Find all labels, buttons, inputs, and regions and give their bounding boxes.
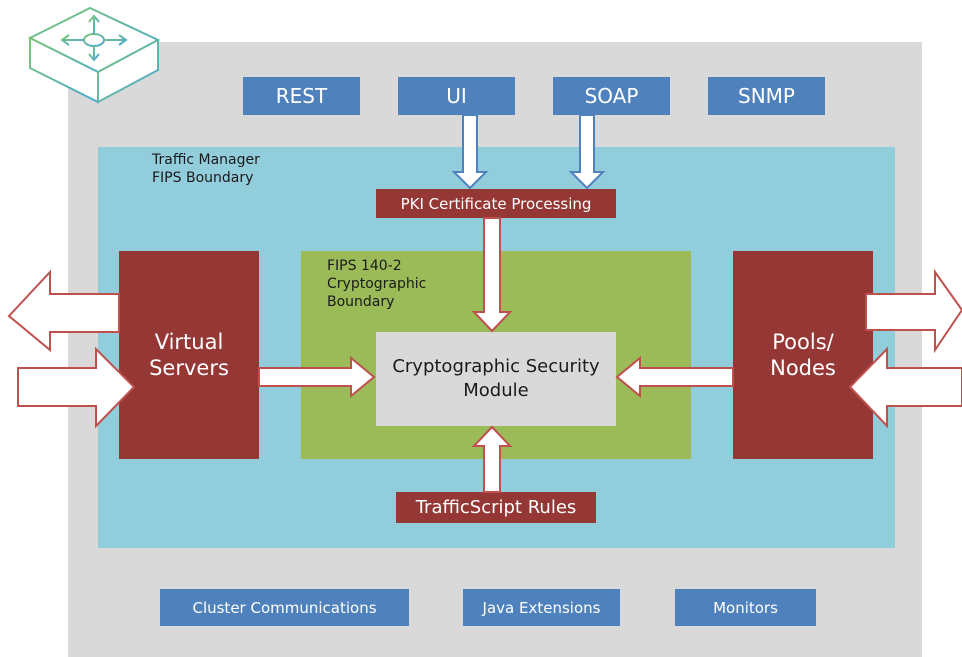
fips-label-line2: Cryptographic	[327, 276, 427, 292]
pools-nodes-line1: Pools/	[772, 330, 834, 354]
soap-interface-box: SOAP	[553, 77, 670, 115]
pki-to-module-arrow	[471, 217, 513, 333]
virtual-servers-to-module-arrow	[258, 355, 376, 399]
trafficscript-rules-box: TrafficScript Rules	[396, 492, 596, 523]
virtual-servers-outbound-arrow	[7, 269, 120, 353]
ui-interface-box: UI	[398, 77, 515, 115]
traffic-manager-label-line2: FIPS Boundary	[152, 170, 254, 186]
ui-to-pki-arrow	[451, 114, 489, 190]
virtual-servers-line2: Servers	[149, 356, 229, 380]
pools-nodes-box: Pools/Nodes	[733, 251, 873, 459]
virtual-servers-inbound-arrow	[17, 346, 136, 429]
fips-label-line1: FIPS 140-2	[327, 258, 402, 274]
pools-to-module-arrow	[615, 355, 734, 399]
pools-outbound-arrow	[865, 268, 962, 354]
crypto-module-line1: Cryptographic Security	[392, 356, 600, 377]
router-switch-icon	[27, 6, 161, 104]
pki-certificate-processing-box: PKI Certificate Processing	[376, 189, 616, 218]
traffic-manager-label-line1: Traffic Manager	[152, 152, 260, 168]
soap-to-pki-arrow	[568, 114, 606, 190]
pools-inbound-arrow	[848, 346, 962, 429]
cluster-communications-box: Cluster Communications	[160, 589, 409, 626]
monitors-box: Monitors	[675, 589, 816, 626]
snmp-interface-box: SNMP	[708, 77, 825, 115]
java-extensions-box: Java Extensions	[463, 589, 620, 626]
fips-label-line3: Boundary	[327, 294, 395, 310]
pools-nodes-line2: Nodes	[770, 356, 836, 380]
virtual-servers-line1: Virtual	[154, 330, 224, 354]
crypto-module-line2: Module	[463, 380, 529, 401]
rest-interface-box: REST	[243, 77, 360, 115]
trafficscript-to-module-arrow	[471, 425, 513, 493]
